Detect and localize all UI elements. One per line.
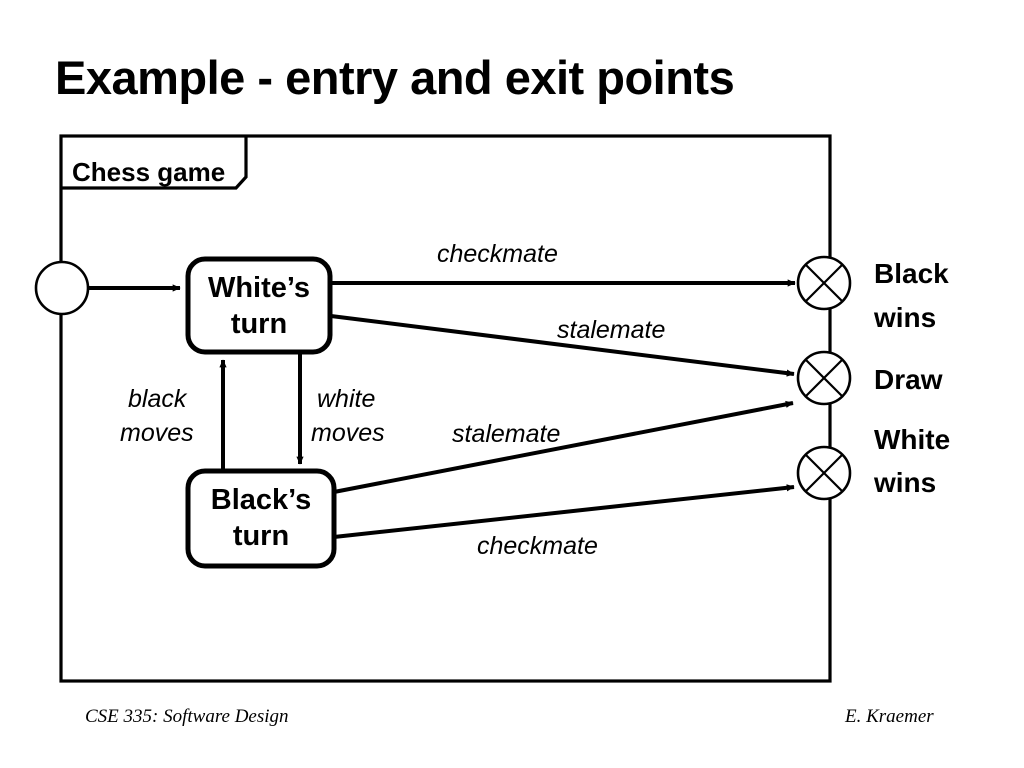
- state-blacks-turn-label-line2: turn: [233, 520, 289, 552]
- exit-label-white-wins-line2: wins: [873, 467, 936, 498]
- page-title: Example - entry and exit points: [55, 51, 735, 104]
- state-whites-turn-label-line2: turn: [231, 308, 287, 340]
- state-machine-frame: [59, 134, 832, 683]
- state-whites-turn[interactable]: [185, 256, 333, 355]
- footer-course-label: CSE 335: Software Design: [85, 706, 289, 727]
- exit-label-black-wins-line2: wins: [873, 302, 936, 333]
- transition-white-moves-label-line2: moves: [311, 419, 385, 447]
- region-name-tab: [61, 136, 248, 190]
- exit-label-black-wins-line1: Black: [874, 258, 949, 289]
- transition-white-moves-label-line1: white: [317, 385, 375, 413]
- entry-point-circle[interactable]: [34, 260, 90, 316]
- region-name-label: Chess game: [72, 157, 225, 187]
- transition-black-moves-label-line1: black: [128, 385, 188, 413]
- transition-blacks-checkmate-label: checkmate: [477, 532, 598, 560]
- transition-whites-stalemate[interactable]: [330, 314, 795, 377]
- transition-blacks-checkmate[interactable]: [333, 484, 795, 539]
- exit-label-white-wins-line1: White: [874, 424, 950, 455]
- state-blacks-turn-label-line1: Black’s: [211, 484, 312, 516]
- transition-whites-checkmate-label: checkmate: [437, 240, 558, 268]
- footer-author-label: E. Kraemer: [845, 706, 934, 727]
- transition-blacks-stalemate-label: stalemate: [452, 420, 560, 448]
- transition-black-moves-label-line2: moves: [120, 419, 194, 447]
- transition-blacks-stalemate[interactable]: [333, 400, 794, 494]
- state-blacks-turn[interactable]: [185, 468, 337, 569]
- exit-label-draw: Draw: [874, 364, 943, 395]
- state-whites-turn-label-line1: White’s: [208, 272, 310, 304]
- transition-whites-stalemate-label: stalemate: [557, 316, 665, 344]
